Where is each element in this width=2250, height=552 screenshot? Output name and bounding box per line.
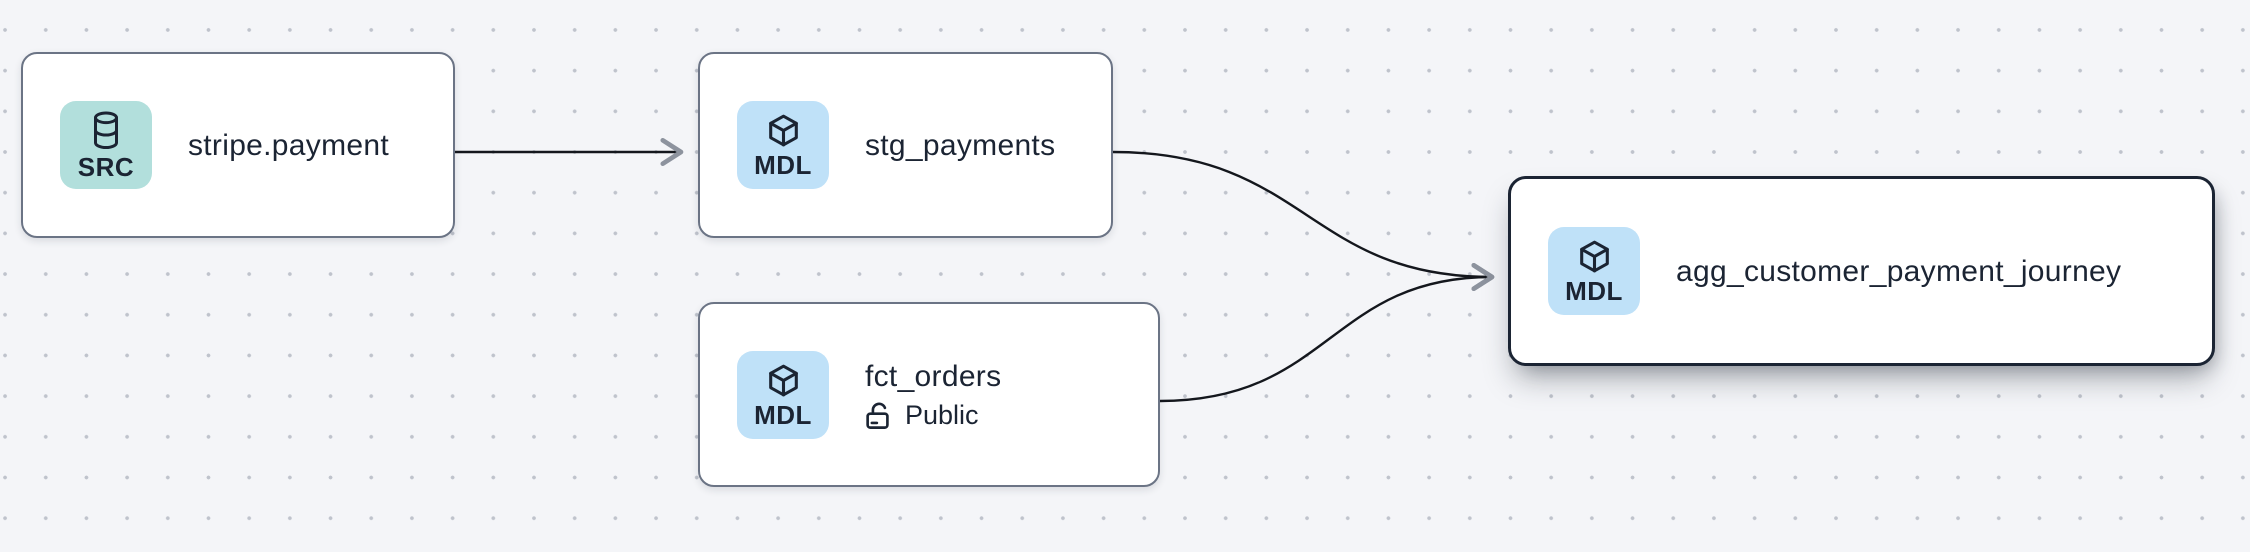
badge-label: MDL xyxy=(754,150,812,180)
node-stg-payments[interactable]: MDL stg_payments xyxy=(698,52,1113,238)
edge-fct-orders-to-agg-customer-payment-journey[interactable] xyxy=(1159,262,1495,403)
node-fct-orders[interactable]: MDL fct_orders Public xyxy=(698,302,1160,487)
node-title: stg_payments xyxy=(865,128,1056,162)
edge-stg-payments-to-agg-customer-payment-journey[interactable] xyxy=(1112,150,1495,292)
node-title: fct_orders xyxy=(865,359,1002,393)
node-title: agg_customer_payment_journey xyxy=(1676,254,2122,288)
cube-icon xyxy=(768,114,798,147)
lock-open-icon xyxy=(866,402,889,429)
badge-label: MDL xyxy=(1565,276,1623,306)
cube-icon xyxy=(768,364,798,396)
node-stripe-payment[interactable]: SRC stripe.payment xyxy=(21,52,455,238)
visibility-label: Public xyxy=(905,399,979,430)
badge-label: SRC xyxy=(77,151,135,182)
badge-label: MDL xyxy=(754,399,812,430)
cube-icon xyxy=(1579,240,1609,273)
database-icon xyxy=(94,110,118,149)
model-type-badge: MDL xyxy=(1548,227,1640,315)
node-agg-customer-payment-journey[interactable]: MDL agg_customer_payment_journey xyxy=(1508,176,2215,366)
model-type-badge: MDL xyxy=(737,350,829,439)
node-title: stripe.payment xyxy=(188,128,389,162)
model-type-badge: MDL xyxy=(737,101,829,189)
visibility-row: Public xyxy=(865,401,1001,430)
source-type-badge: SRC xyxy=(60,101,152,189)
